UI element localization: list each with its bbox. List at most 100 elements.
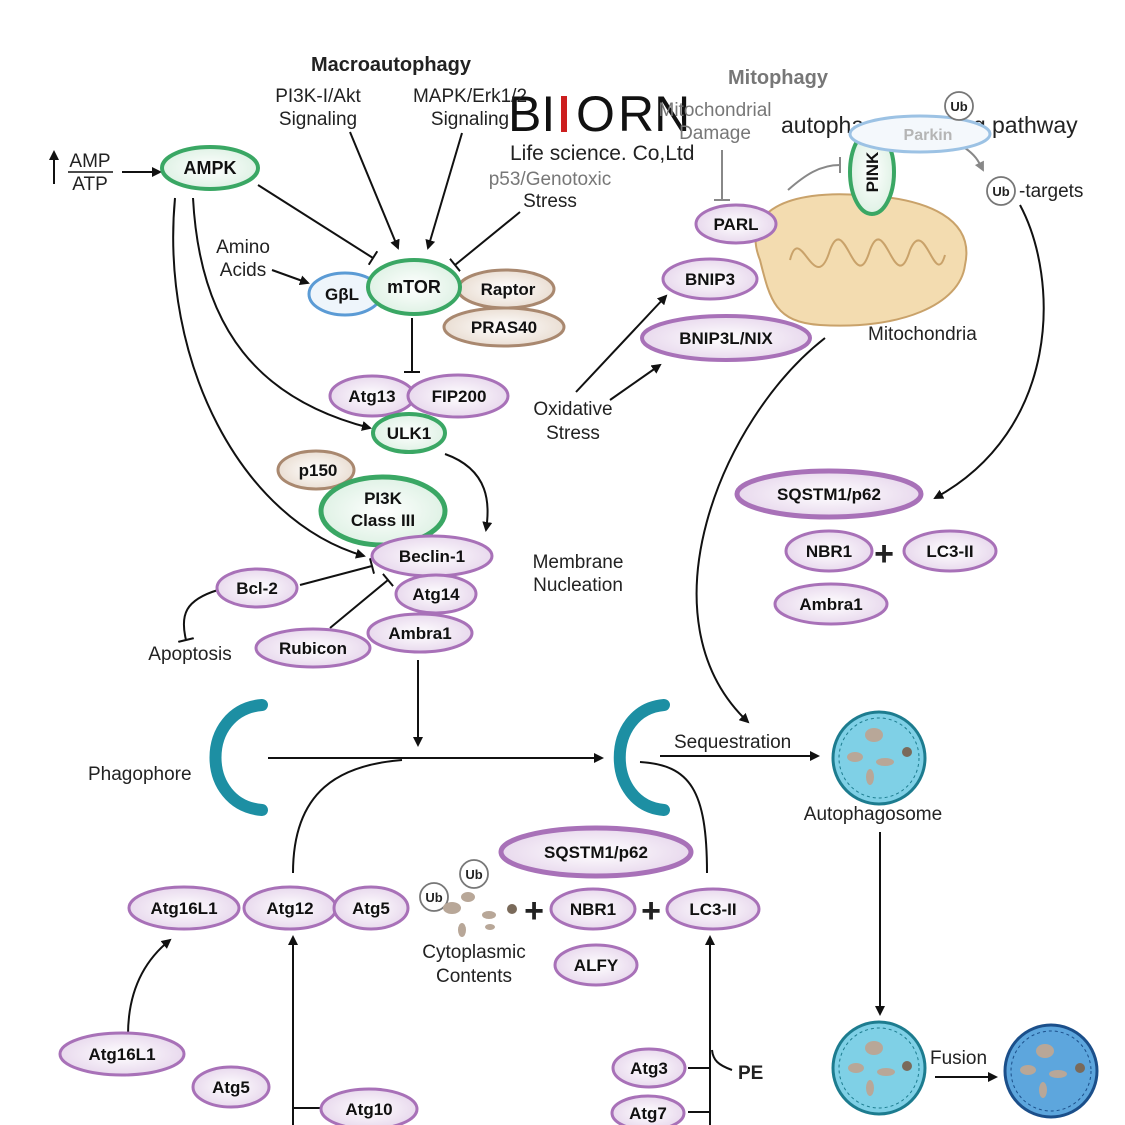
oxidative-stress-line2: Stress	[546, 423, 600, 444]
node-parl: PARL	[694, 203, 778, 245]
logo-subtitle: Life science. Co,Ltd	[510, 142, 694, 165]
signal-p53-line2: Stress	[523, 191, 577, 212]
svg-text:NBR1: NBR1	[570, 900, 616, 919]
node-atg7: Atg7	[610, 1094, 686, 1125]
mito-connectors	[575, 147, 1045, 724]
signal-mito-damage-line2: Damage	[679, 123, 751, 144]
node-atg5-b: Atg5	[191, 1065, 271, 1109]
ub-badge-4: Ub	[425, 890, 442, 905]
node-sqstm1-top: SQSTM1/p62	[734, 468, 924, 520]
node-lc3-top: LC3-II	[902, 529, 998, 573]
svg-text:Atg3: Atg3	[630, 1059, 668, 1078]
svg-text:BNIP3: BNIP3	[685, 270, 735, 289]
svg-text:p150: p150	[299, 461, 338, 480]
signal-mapk-line1: MAPK/Erk1/2	[413, 86, 527, 107]
logo-right: RN	[618, 86, 690, 142]
svg-text:Atg16L1: Atg16L1	[150, 899, 217, 918]
svg-text:Atg13: Atg13	[348, 387, 395, 406]
svg-text:Atg5: Atg5	[352, 899, 390, 918]
signal-p53-line1: p53/Genotoxic	[489, 169, 612, 190]
signal-pi3k-line2: Signaling	[279, 109, 357, 130]
svg-text:SQSTM1/p62: SQSTM1/p62	[544, 843, 648, 862]
ub-group-top: Ub Ub	[944, 91, 1016, 206]
node-atg13: Atg13	[328, 374, 416, 418]
node-ampk: AMPK	[160, 145, 260, 191]
node-mtor: mTOR	[366, 258, 462, 316]
membrane-nucleation-line2: Nucleation	[533, 575, 623, 596]
node-parkin-label: Parkin	[904, 127, 953, 144]
node-atg16l1-a: Atg16L1	[127, 885, 241, 931]
node-nbr1-mid: NBR1	[549, 887, 637, 931]
phagophore-shape-left	[209, 699, 268, 816]
svg-text:PRAS40: PRAS40	[471, 318, 537, 337]
svg-text:Raptor: Raptor	[481, 280, 536, 299]
ub-badge-1: Ub	[950, 99, 967, 114]
svg-text:Ambra1: Ambra1	[799, 595, 862, 614]
svg-text:FIP200: FIP200	[432, 387, 487, 406]
node-ambra1-right: Ambra1	[773, 582, 889, 626]
svg-text:Rubicon: Rubicon	[279, 639, 347, 658]
autolysosome-vesicle	[1003, 1023, 1099, 1119]
svg-text:Atg10: Atg10	[345, 1100, 392, 1119]
ub-badge-3: Ub	[465, 867, 482, 882]
atp-label: ATP	[72, 174, 108, 195]
svg-text:LC3-II: LC3-II	[689, 900, 736, 919]
amp-label: AMP	[69, 151, 110, 172]
node-ulk1: ULK1	[371, 412, 447, 454]
signal-mapk-line2: Signaling	[431, 109, 509, 130]
svg-text:BNIP3L/NIX: BNIP3L/NIX	[679, 329, 773, 348]
cytoplasmic-contents-line1: Cytoplasmic	[422, 942, 525, 963]
node-bcl2: Bcl-2	[215, 567, 299, 609]
signal-mito-damage-line1: Mitochondrial	[659, 100, 772, 121]
node-pi3k-class3: PI3K Class III	[318, 474, 448, 548]
svg-text:Atg14: Atg14	[412, 585, 460, 604]
svg-text:Ambra1: Ambra1	[388, 624, 451, 643]
node-beclin1: Beclin-1	[370, 534, 494, 578]
node-bnip3l-nix: BNIP3L/NIX	[640, 314, 812, 362]
svg-text:PARL: PARL	[713, 215, 758, 234]
phagophore-label: Phagophore	[88, 764, 192, 785]
svg-text:Class III: Class III	[351, 511, 415, 530]
logo-mark: O	[576, 86, 615, 142]
node-atg16l1-b: Atg16L1	[58, 1031, 186, 1077]
membrane-nucleation-line1: Membrane	[533, 552, 624, 573]
plus-sign-mid-2: +	[641, 892, 661, 930]
node-lc3-mid: LC3-II	[665, 887, 761, 931]
node-pink-label: PINK	[863, 151, 882, 192]
node-raptor: Raptor	[456, 268, 556, 310]
node-alfy: ALFY	[553, 943, 639, 987]
node-p150: p150	[276, 449, 356, 491]
svg-text:AMPK: AMPK	[184, 158, 237, 178]
svg-text:mTOR: mTOR	[387, 277, 441, 297]
brand-logo: BI O RN Life science. Co,Ltd	[508, 86, 694, 165]
logo-accent-bar	[561, 96, 567, 132]
node-atg14: Atg14	[394, 573, 478, 615]
node-gbl: GβL	[307, 271, 383, 317]
node-pras40: PRAS40	[442, 306, 566, 348]
ub-badge-2: Ub	[992, 184, 1009, 199]
svg-text:ALFY: ALFY	[574, 956, 619, 975]
oxidative-stress-line1: Oxidative	[533, 399, 612, 420]
cytoplasmic-contents-line2: Contents	[436, 966, 512, 987]
node-atg5-a: Atg5	[332, 885, 410, 931]
plus-sign-mid-1: +	[524, 892, 544, 930]
section-mitophagy: Mitophagy	[728, 67, 829, 89]
mitochondrion	[754, 193, 968, 327]
amp-atp-ratio: AMP ATP	[49, 150, 162, 195]
svg-text:LC3-II: LC3-II	[926, 542, 973, 561]
node-bnip3: BNIP3	[661, 257, 759, 301]
phagophore-shape-right	[613, 699, 670, 816]
section-macroautophagy: Macroautophagy	[311, 54, 472, 76]
node-atg3: Atg3	[611, 1047, 687, 1089]
amino-acids-line2: Acids	[220, 260, 266, 281]
svg-text:Atg12: Atg12	[266, 899, 313, 918]
sequestration-label: Sequestration	[674, 732, 791, 753]
node-rubicon: Rubicon	[254, 627, 372, 669]
ub-targets-label: -targets	[1019, 181, 1083, 202]
lysosome-vesicle-left	[831, 1020, 927, 1116]
svg-text:Atg16L1: Atg16L1	[88, 1045, 155, 1064]
node-parkin: Parkin	[848, 114, 992, 154]
node-ambra1: Ambra1	[366, 612, 474, 654]
node-nbr1-top: NBR1	[784, 529, 874, 573]
